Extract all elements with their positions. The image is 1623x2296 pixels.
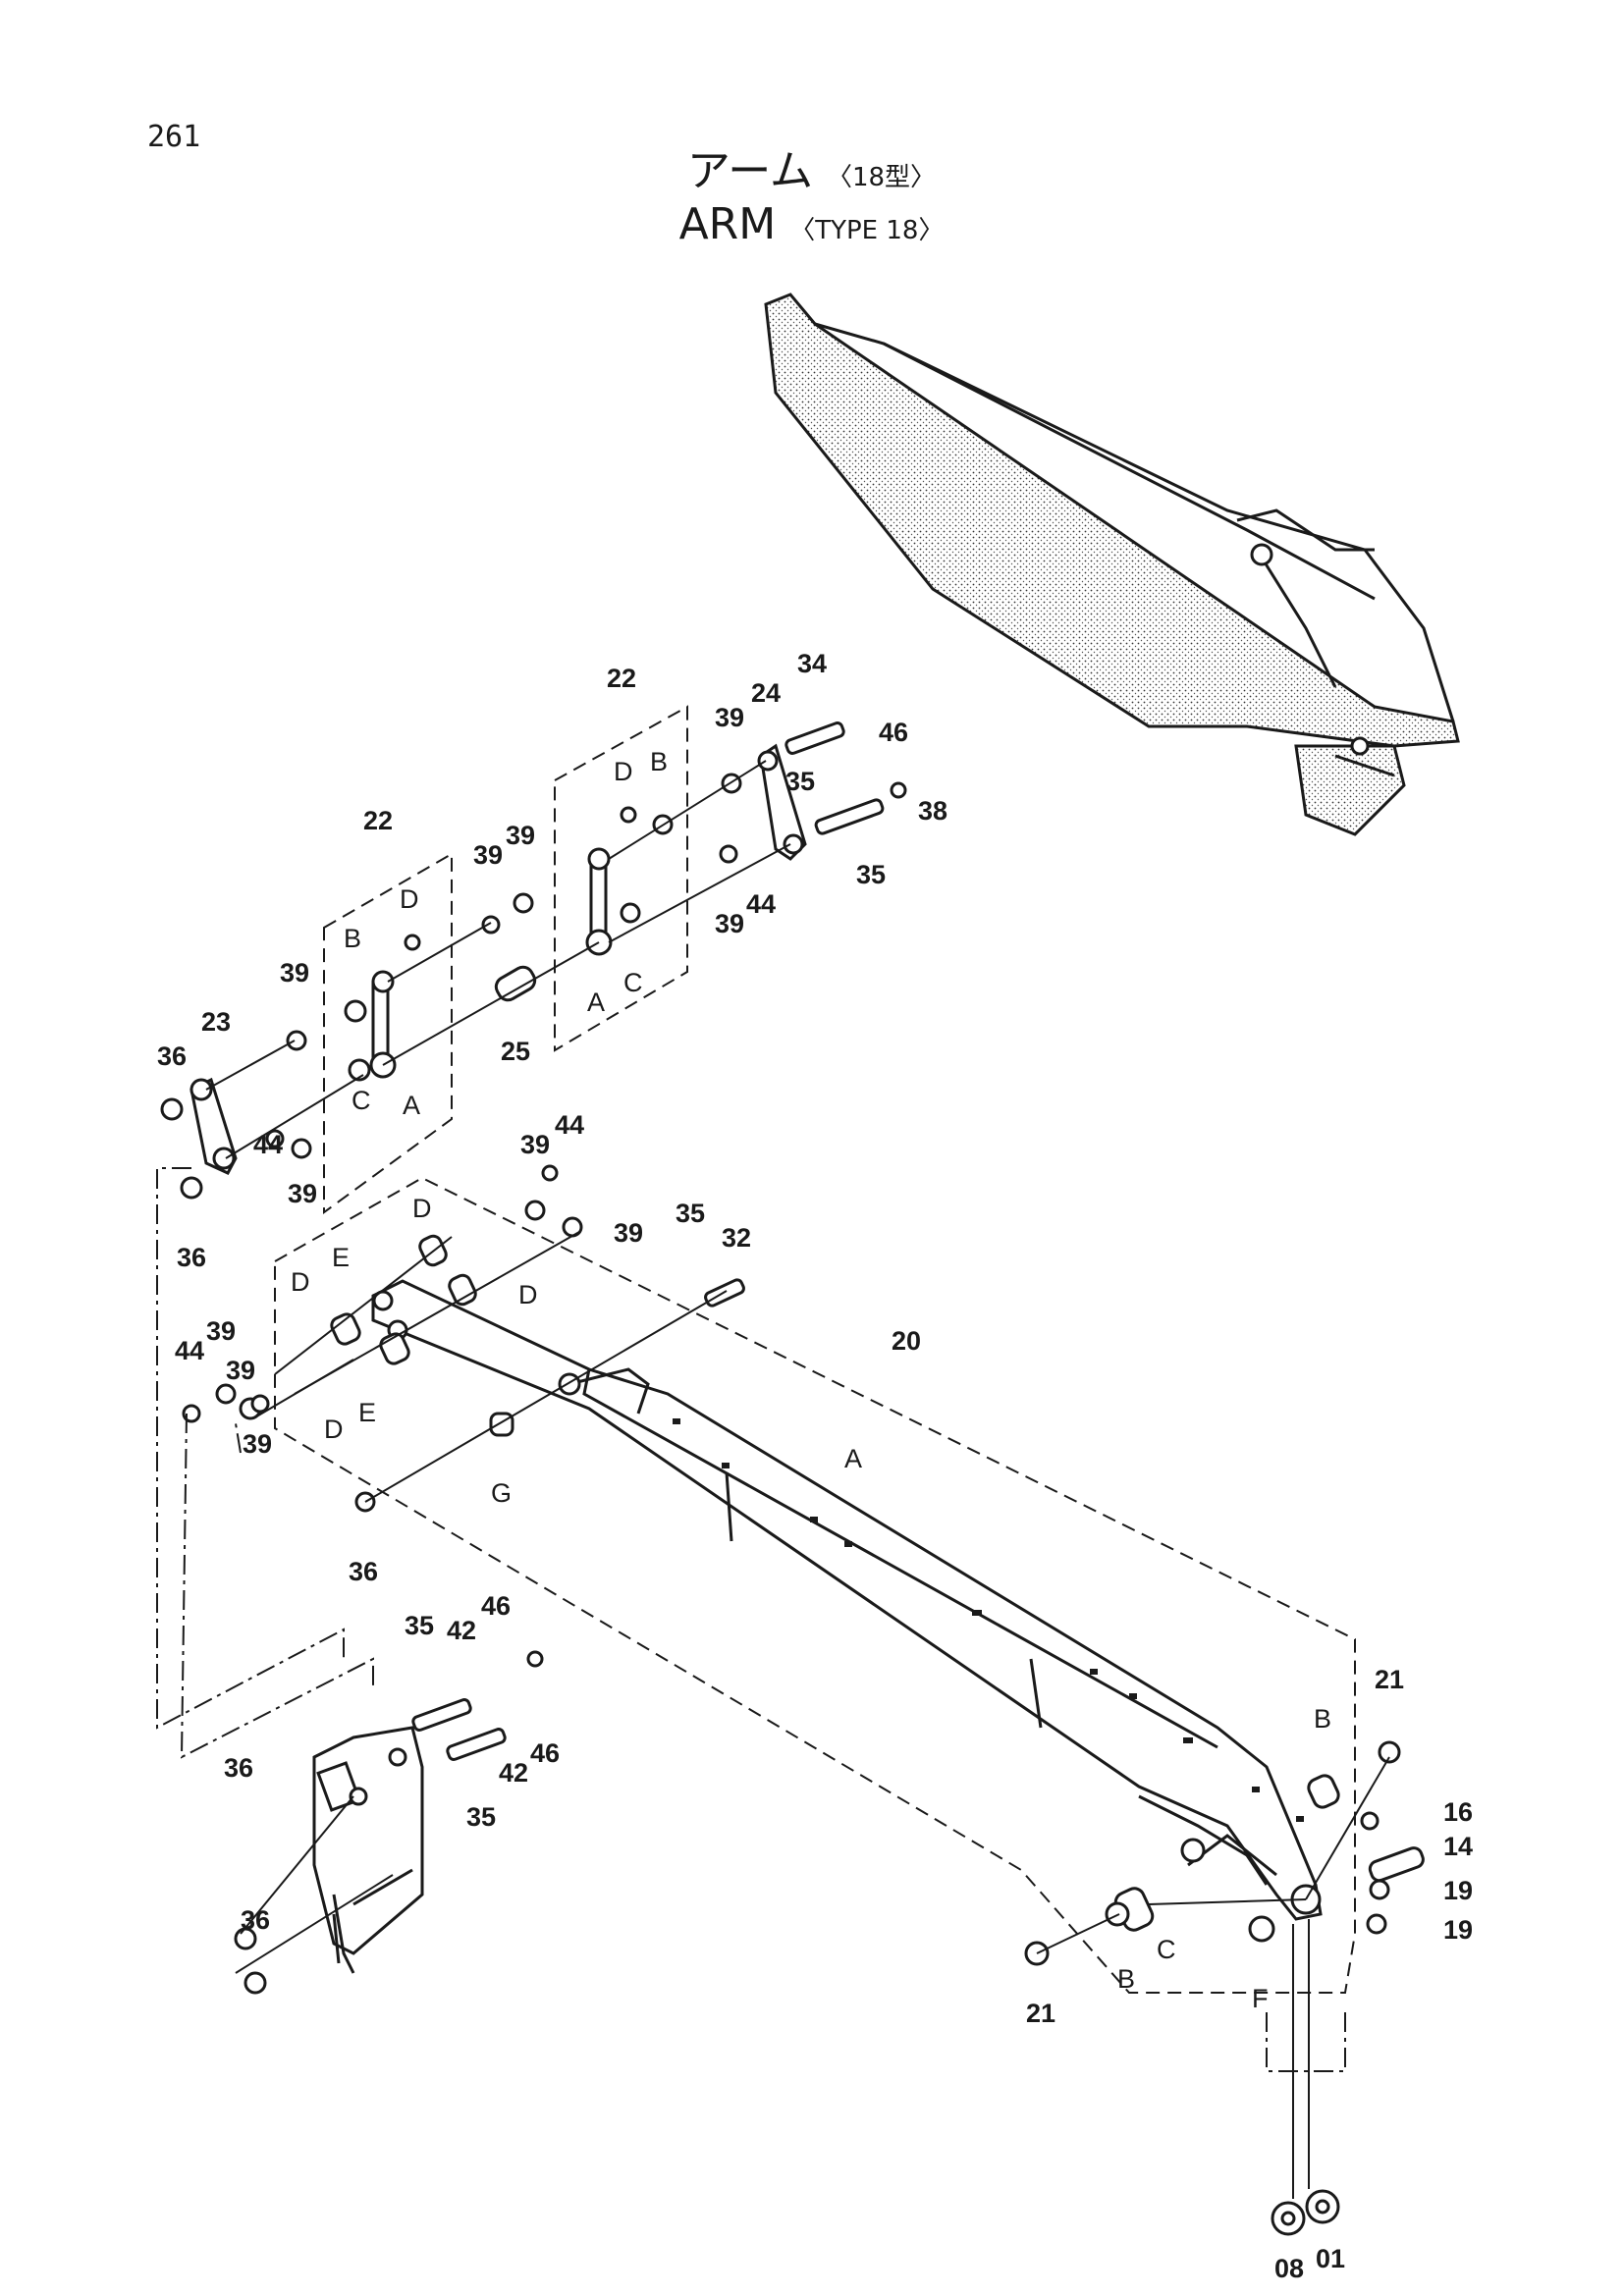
group-box-22-right: [554, 705, 688, 1052]
callout-16: 16: [1443, 1797, 1473, 1827]
title-ja-main: アーム: [686, 146, 813, 196]
callout-42a: 42: [447, 1616, 476, 1645]
letter-D-right: D: [614, 757, 633, 786]
callout-32: 32: [722, 1223, 751, 1253]
callout-22b: 22: [607, 664, 636, 693]
bushing-link-right: [585, 847, 613, 956]
callout-14: 14: [1443, 1832, 1473, 1861]
letter-A-left: A: [403, 1091, 420, 1120]
callout-20: 20: [892, 1326, 921, 1356]
arm-body-A: [371, 1279, 1323, 1921]
letter-F: F: [1252, 1984, 1269, 2013]
callout-21a: 21: [1375, 1665, 1404, 1694]
callout-38: 38: [918, 796, 947, 826]
callout-25: 25: [501, 1037, 530, 1066]
callout-35c: 35: [676, 1199, 705, 1228]
callout-23: 23: [201, 1007, 231, 1037]
callout-39h: 39: [614, 1218, 643, 1248]
letter-C-arm: C: [1157, 1935, 1176, 1964]
callout-36b: 36: [177, 1243, 206, 1272]
letter-D-arm-mid: D: [518, 1280, 538, 1309]
letter-C-right: C: [623, 968, 643, 997]
letter-C-left: C: [352, 1086, 371, 1115]
callout-24: 24: [751, 678, 781, 708]
letter-B-left: B: [344, 924, 361, 953]
bushing-link-left: [369, 970, 397, 1079]
title-ja-sub: 〈18型〉: [826, 163, 937, 192]
callout-39f: 39: [715, 909, 744, 938]
letter-B-arm-bottom: B: [1117, 1964, 1135, 1994]
letter-B-arm-right: B: [1314, 1704, 1331, 1734]
callout-36c: 36: [349, 1557, 378, 1586]
callout-21b: 21: [1026, 1999, 1055, 2028]
letter-A-right: A: [587, 988, 605, 1017]
page-number: 261: [147, 120, 201, 154]
letter-D-arm-left: D: [291, 1267, 310, 1297]
letter-G: G: [491, 1478, 512, 1508]
letter-D-left: D: [400, 884, 419, 914]
arm-overview-illustration: [764, 293, 1460, 836]
callout-labels: 01 08 14 16 19 19 20 21 21 22 22 23 24 2…: [157, 649, 1473, 2283]
callout-01: 01: [1316, 2244, 1345, 2273]
callout-39j: 39: [243, 1429, 272, 1459]
callout-39d: 39: [506, 821, 535, 850]
title-en-main: ARM: [678, 199, 777, 249]
link-23: [189, 1077, 238, 1175]
callout-46c: 46: [530, 1738, 560, 1768]
title-japanese: アーム 〈18型〉: [0, 135, 1623, 198]
group-box-22-left: [323, 852, 453, 1214]
callout-44a: 44: [253, 1130, 283, 1159]
letter-B-right: B: [650, 747, 668, 776]
pin-25: [494, 965, 537, 1002]
callout-36e: 36: [241, 1905, 270, 1935]
callout-39k: 39: [226, 1356, 255, 1385]
letter-D-arm-top: D: [412, 1194, 432, 1223]
callout-39b: 39: [288, 1179, 317, 1208]
link-24: [757, 743, 807, 861]
callout-08: 08: [1274, 2254, 1304, 2283]
callout-46a: 46: [879, 718, 908, 747]
callout-39g: 39: [520, 1130, 550, 1159]
centre-lines: [156, 1167, 1346, 2072]
pins-and-fasteners: [160, 721, 1425, 2236]
arm-detail-marks: [673, 1418, 1304, 1822]
callout-35b: 35: [856, 860, 886, 889]
letter-E-bottom: E: [358, 1398, 376, 1427]
callout-34: 34: [797, 649, 827, 678]
callout-35a: 35: [785, 767, 815, 796]
callout-46b: 46: [481, 1591, 511, 1621]
callout-39a: 39: [280, 958, 309, 988]
letter-A-arm: A: [844, 1444, 862, 1473]
callout-19a: 19: [1443, 1876, 1473, 1905]
callout-35d: 35: [405, 1611, 434, 1640]
callout-36a: 36: [157, 1041, 187, 1071]
callout-39i: 39: [206, 1316, 236, 1346]
leader-lines: [205, 760, 1390, 2199]
title-english: ARM 〈TYPE 18〉: [0, 199, 1623, 249]
callout-35e: 35: [466, 1802, 496, 1832]
callout-44b: 44: [746, 889, 776, 919]
letter-E-top: E: [332, 1243, 350, 1272]
callout-39e: 39: [715, 703, 744, 732]
callout-44d: 44: [175, 1336, 204, 1365]
callout-39c: 39: [473, 840, 503, 870]
callout-44c: 44: [555, 1110, 584, 1140]
callout-19b: 19: [1443, 1915, 1473, 1945]
group-box-20-arm: [274, 1176, 1356, 1994]
bucket-illustration: [312, 1726, 424, 1974]
callout-36d: 36: [224, 1753, 253, 1783]
letter-D-arm-bottom: D: [324, 1415, 344, 1444]
title-en-sub: 〈TYPE 18〉: [789, 216, 945, 245]
callout-42b: 42: [499, 1758, 528, 1788]
callout-22a: 22: [363, 806, 393, 835]
